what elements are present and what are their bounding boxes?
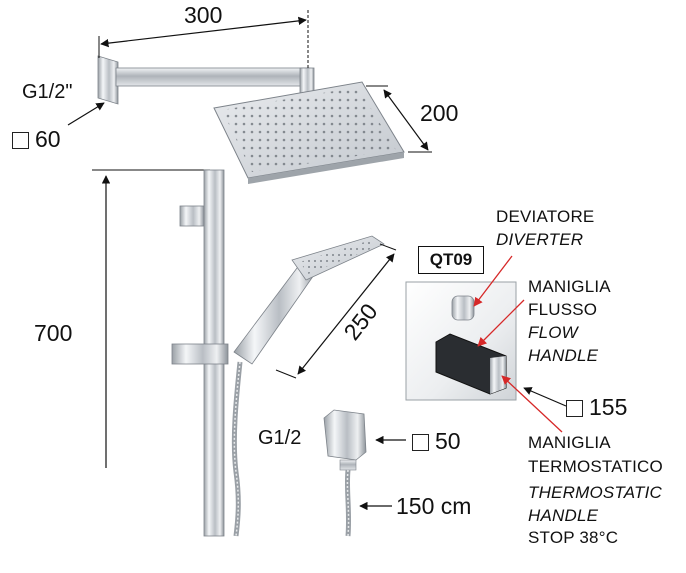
outlet-thread-label: G1/2 [258, 427, 302, 449]
bar-height-dimension [92, 169, 210, 468]
slide-bar [171, 169, 229, 537]
arm-length-label: 300 [184, 2, 223, 28]
flow-label-it-2: FLUSSO [528, 300, 598, 319]
wall-arm [97, 55, 315, 121]
arm-length-dimension [98, 10, 309, 70]
thermo-stop-label: STOP 38°C [528, 528, 619, 547]
thermo-label-en-2: HANDLE [528, 506, 599, 525]
outlet-size-label: 50 [412, 430, 461, 453]
plate-size-label: 155 [566, 396, 627, 419]
head-size-label: 200 [420, 100, 459, 126]
flow-label-it-1: MANIGLIA [528, 277, 611, 296]
flow-label-en-1: FLOW [528, 323, 578, 342]
head-shower [213, 81, 405, 184]
thermo-label-it-2: TERMOSTATICO [528, 457, 663, 476]
arm-flange-label: 60 [12, 128, 61, 151]
wall-outlet [323, 409, 367, 537]
mixer-plate [405, 281, 517, 401]
flange-pointer [67, 102, 105, 126]
bar-height-label: 700 [34, 320, 73, 346]
hose-length-label: 150 cm [396, 493, 472, 519]
diverter-callout-arrow [473, 255, 513, 307]
arm-thread-label: G1/2" [22, 81, 73, 103]
hand-length-dimension [275, 243, 397, 379]
square-icon [12, 132, 29, 149]
diverter-label-en: DIVERTER [496, 230, 584, 249]
flow-handle-callout-arrow [477, 299, 525, 347]
thermo-handle-callout-arrow [501, 375, 563, 433]
diverter-label-it: DEVIATORE [496, 207, 595, 226]
plate-size-pointer [523, 387, 567, 407]
square-icon [412, 434, 429, 451]
hand-shower [231, 235, 385, 537]
model-code-badge: QT09 [418, 246, 484, 274]
head-size-dimension [366, 85, 432, 153]
flow-label-en-2: HANDLE [528, 346, 599, 365]
thermo-label-it-1: MANIGLIA [528, 433, 611, 452]
thermo-label-en-1: THERMOSTATIC [528, 483, 662, 502]
square-icon [566, 400, 583, 417]
